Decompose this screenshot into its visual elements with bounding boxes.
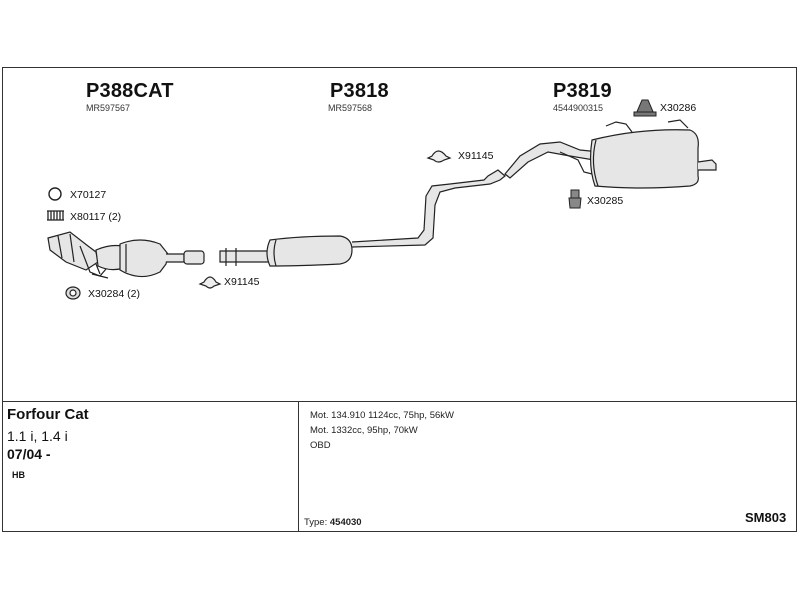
system-code: SM803 [745, 510, 787, 525]
callout-x30284: X30284 (2) [88, 288, 140, 300]
clamp-ring-icon [48, 187, 62, 201]
diagram-frame [2, 67, 797, 532]
part-code-cat: P388CAT [86, 80, 174, 102]
part-code-rear: P3819 [553, 80, 612, 102]
part-ref-cat: MR597567 [86, 103, 131, 113]
mounting-bolt-icon [568, 189, 582, 209]
callout-x30286: X30286 [660, 102, 697, 114]
callout-x91145-lower: X91145 [224, 276, 260, 288]
callout-x80117: X80117 (2) [70, 211, 122, 223]
vehicle-body: HB [12, 470, 25, 480]
vehicle-date: 07/04 - [7, 446, 51, 462]
pipe-clamp-upper-icon [426, 150, 452, 163]
vehicle-engines: 1.1 i, 1.4 i [7, 428, 68, 444]
part-ref-centre: MR597568 [328, 103, 373, 113]
part-code-centre: P3818 [330, 80, 389, 102]
callout-x91145-upper: X91145 [458, 150, 494, 162]
callout-x70127: X70127 [70, 189, 107, 201]
spec-line-3: OBD [310, 440, 331, 451]
bolt-set-icon [47, 210, 64, 221]
pipe-clamp-icon [198, 276, 222, 289]
spec-line-1: Mot. 134.910 1124cc, 75hp, 56kW [310, 410, 454, 421]
gasket-icon [65, 286, 81, 300]
divider-horizontal [2, 401, 797, 402]
divider-vertical [298, 401, 299, 532]
type-line: Type: 454030 [304, 517, 362, 528]
centre-silencer[interactable] [219, 169, 506, 267]
catalytic-converter[interactable] [47, 231, 205, 279]
vehicle-model: Forfour Cat [7, 406, 89, 423]
spec-line-2: Mot. 1332cc, 95hp, 70kW [310, 425, 418, 436]
type-value: 454030 [329, 517, 362, 528]
part-ref-rear: 4544900315 [553, 103, 604, 113]
type-label: Type: [304, 517, 328, 528]
rear-silencer[interactable] [504, 119, 717, 189]
rubber-mount-icon [633, 99, 657, 117]
callout-x30285: X30285 [587, 195, 624, 207]
